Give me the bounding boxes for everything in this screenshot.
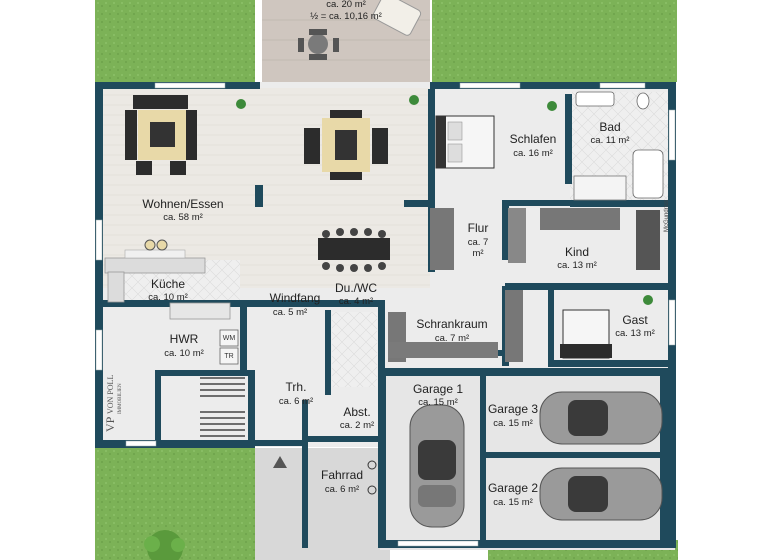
label-schlafen: Schlafen bbox=[510, 132, 557, 146]
label-schrankraum: Schrankraum bbox=[416, 317, 487, 331]
long-table bbox=[318, 228, 390, 272]
area-kind: ca. 13 m² bbox=[557, 260, 597, 271]
label-tr: TR bbox=[224, 353, 233, 360]
area-garage1: ca. 15 m² bbox=[418, 397, 458, 408]
area-flur-1: ca. 7 bbox=[468, 237, 489, 248]
area-abst: ca. 2 m² bbox=[340, 420, 374, 431]
brand-initials: VP bbox=[103, 416, 117, 432]
label-garage3: Garage 3 bbox=[488, 402, 538, 416]
staircase bbox=[200, 377, 245, 437]
label-gast: Gast bbox=[622, 313, 648, 327]
area-trh: ca. 6 m² bbox=[279, 396, 313, 407]
area-flur-2: m² bbox=[472, 248, 483, 259]
side-note: McGundriss bbox=[664, 200, 670, 232]
label-garage1: Garage 1 bbox=[413, 382, 463, 396]
lawn-left-top bbox=[95, 0, 255, 82]
bed bbox=[435, 115, 495, 169]
area-bad: ca. 11 m² bbox=[591, 135, 630, 146]
label-abst: Abst. bbox=[343, 405, 370, 419]
terrace-area: ca. 20 m² bbox=[326, 0, 366, 10]
label-wm: WM bbox=[223, 335, 236, 342]
car-garage-3 bbox=[539, 391, 663, 445]
label-fahrrad: Fahrrad bbox=[321, 468, 363, 482]
area-fahrrad: ca. 6 m² bbox=[325, 484, 359, 495]
label-hwr: HWR bbox=[170, 332, 199, 346]
area-garage3: ca. 15 m² bbox=[493, 418, 533, 429]
area-kueche: ca. 10 m² bbox=[148, 292, 188, 303]
area-garage2: ca. 15 m² bbox=[493, 497, 533, 508]
area-wohnen: ca. 58 m² bbox=[163, 212, 203, 223]
plant-icon bbox=[547, 101, 557, 111]
label-duwc: Du./WC bbox=[335, 281, 377, 295]
plant-icon bbox=[643, 295, 653, 305]
entrance-arrow-icon bbox=[273, 456, 287, 468]
area-hwr: ca. 10 m² bbox=[164, 348, 204, 359]
label-kind: Kind bbox=[565, 245, 589, 259]
car-garage-2 bbox=[539, 467, 663, 521]
label-wohnen: Wohnen/Essen bbox=[142, 197, 223, 211]
sofa-group bbox=[125, 95, 197, 175]
terrace-half-area: ½ = ca. 10,16 m² bbox=[310, 11, 382, 22]
area-gast: ca. 13 m² bbox=[615, 328, 655, 339]
terrace-table bbox=[308, 34, 328, 54]
label-flur: Flur bbox=[468, 221, 489, 235]
area-schlafen: ca. 16 m² bbox=[513, 148, 553, 159]
area-duwc: ca. 4 m² bbox=[339, 296, 373, 307]
label-bad: Bad bbox=[599, 120, 620, 134]
dining-table bbox=[304, 110, 388, 180]
label-garage2: Garage 2 bbox=[488, 481, 538, 495]
label-trh: Trh. bbox=[286, 380, 307, 394]
duwc-floor bbox=[332, 312, 377, 387]
label-kueche: Küche bbox=[151, 277, 185, 291]
area-windfang: ca. 5 m² bbox=[273, 307, 307, 318]
plant-icon bbox=[409, 95, 419, 105]
car-garage-1 bbox=[409, 404, 465, 528]
brand-sub: IMMOBILIEN bbox=[118, 383, 123, 414]
label-windfang: Windfang bbox=[270, 291, 321, 305]
brand-logo: VP VON POLL IMMOBILIEN bbox=[103, 375, 123, 432]
plant-icon bbox=[236, 99, 246, 109]
brand-name: VON POLL bbox=[106, 375, 115, 414]
kitchen-counter bbox=[104, 239, 231, 320]
area-schrankraum: ca. 7 m² bbox=[435, 333, 469, 344]
lawn-right-top bbox=[432, 0, 677, 82]
